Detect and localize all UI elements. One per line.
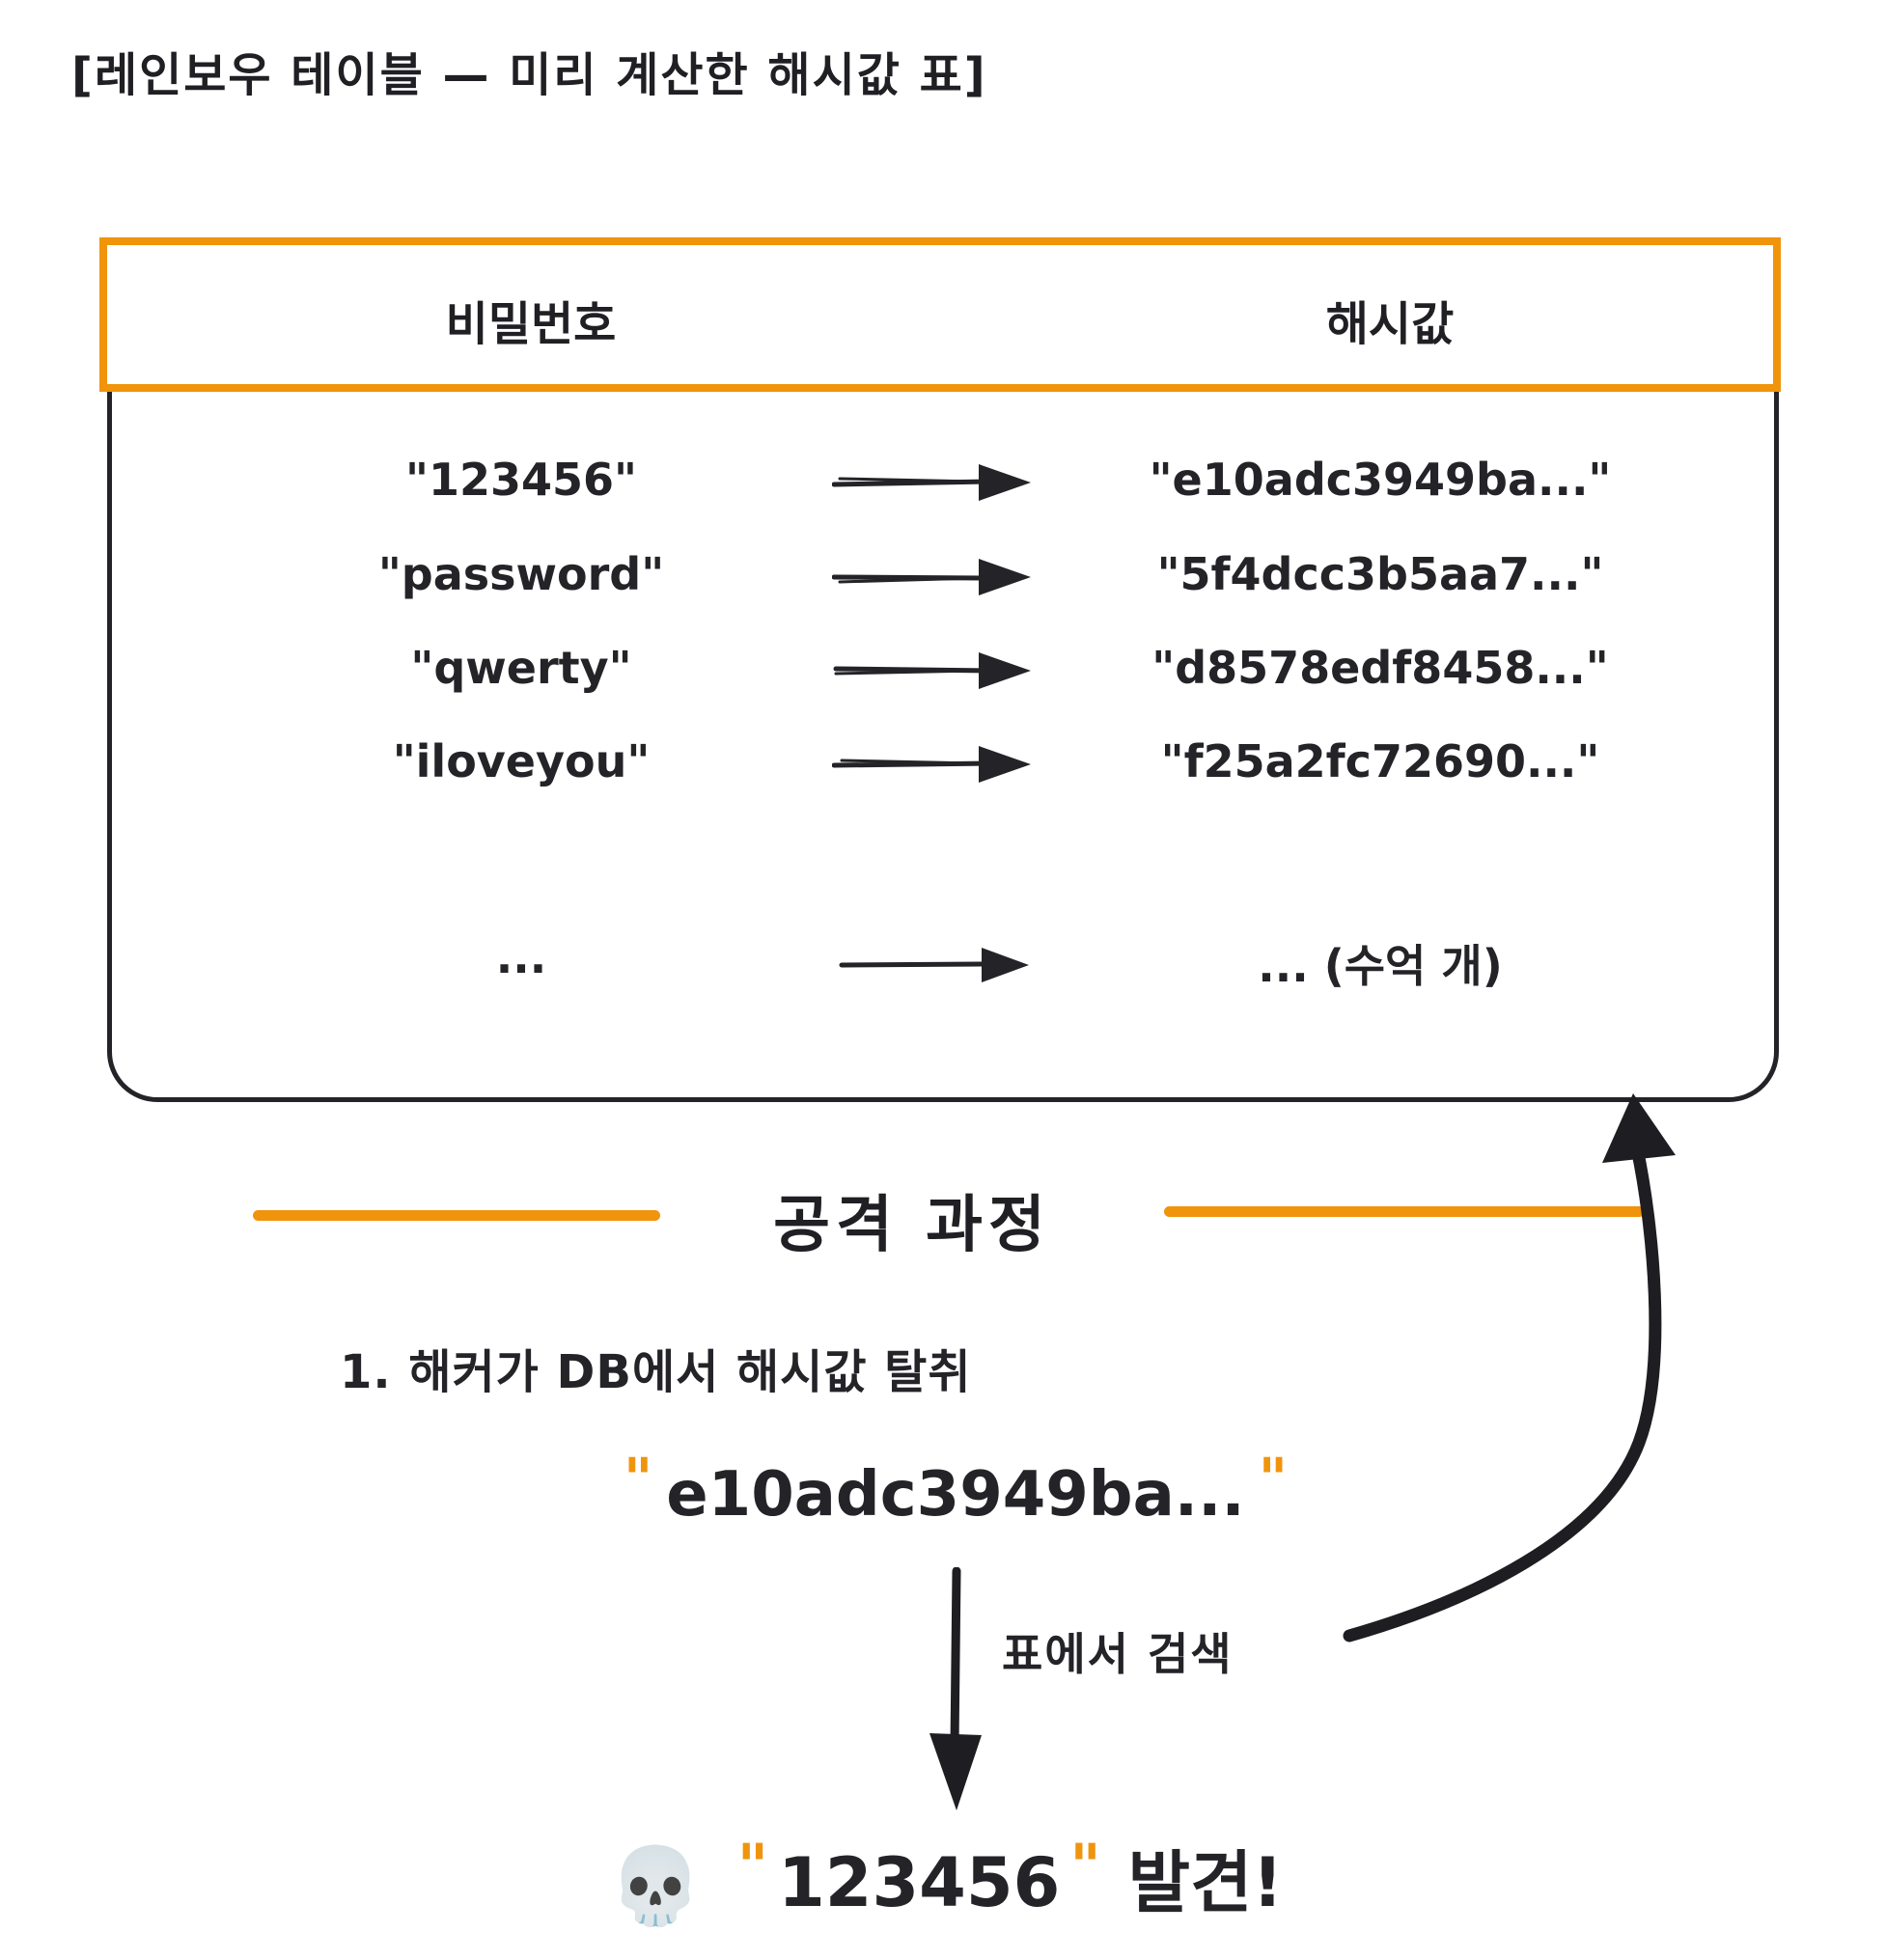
close-quote: " [1069, 1831, 1101, 1901]
attack-section-title: 공격 과정 [773, 1190, 1051, 1261]
open-quote: " [736, 1831, 769, 1901]
arrow-right-icon [832, 649, 1035, 692]
open-quote: " [624, 1446, 653, 1511]
arrow-down-icon [922, 1567, 989, 1818]
search-in-table-label: 표에서 검색 [1002, 1628, 1234, 1680]
found-password-text: 123456 [778, 1843, 1061, 1922]
column-header-password: 비밀번호 [445, 297, 617, 351]
skull-icon: 💀 [608, 1843, 703, 1930]
stolen-hash-text: e10adc3949ba... [666, 1459, 1245, 1531]
curved-arrow-up-icon [1293, 1057, 1718, 1674]
stolen-hash-value: "e10adc3949ba..." [463, 1446, 1448, 1531]
section-divider-right [1164, 1206, 1645, 1217]
table-row-hash: "e10adc3949ba..." [1149, 454, 1612, 506]
column-header-hash: 해시값 [1325, 297, 1455, 351]
table-row-password: "password" [377, 548, 665, 600]
table-row-hash: "f25a2fc72690..." [1160, 735, 1600, 787]
table-row-hash: "d8578edf8458..." [1151, 642, 1609, 694]
table-row-password: "iloveyou" [392, 735, 651, 787]
attack-step-1: 1. 해커가 DB에서 해시값 탈취 [340, 1345, 972, 1399]
arrow-right-icon [832, 461, 1035, 504]
section-divider-left [253, 1210, 660, 1221]
table-row-password: "123456" [405, 454, 637, 506]
arrow-right-icon [832, 944, 1035, 986]
table-row-hash: "5f4dcc3b5aa7..." [1156, 548, 1604, 600]
found-label: 발견! [1127, 1843, 1284, 1922]
close-quote: " [1258, 1446, 1288, 1511]
attack-result: 💀 "123456" 발견! [415, 1829, 1477, 1931]
page-title: [레인보우 테이블 — 미리 계산한 해시값 표] [71, 48, 987, 102]
table-row-password: "qwerty" [410, 642, 632, 694]
table-row-hash: ... (수억 개) [1258, 940, 1503, 992]
arrow-right-icon [832, 556, 1035, 598]
table-header-box [99, 237, 1781, 392]
arrow-right-icon [832, 743, 1035, 786]
table-row-password: ... [495, 931, 547, 983]
